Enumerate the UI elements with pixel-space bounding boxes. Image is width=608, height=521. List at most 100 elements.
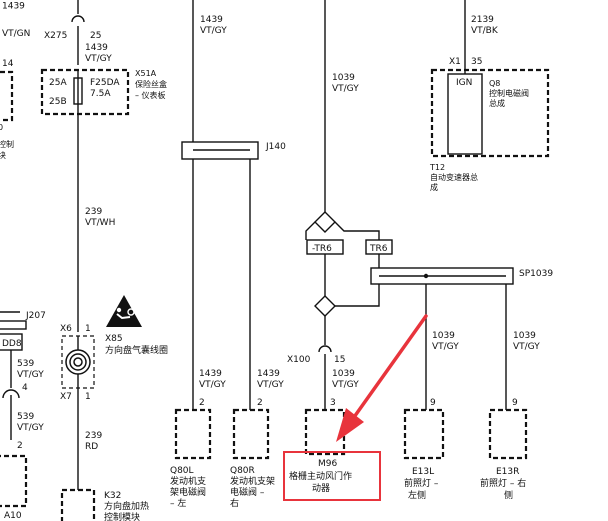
splice-sp1039 [370, 267, 514, 285]
connector-sp1039: SP1039 [519, 269, 553, 279]
wire-label-center-left-top-color: VT/GY [200, 26, 227, 36]
fuse-block-box [40, 68, 130, 116]
component-k32-line1: 方向盘加热 [104, 500, 149, 512]
component-e13l-line1: 前照灯 – [404, 477, 439, 489]
fuse-block-line1: 保险丝盒 [135, 79, 167, 89]
tcm-t12-code: T12 [429, 163, 445, 172]
wire-label-center-code: 1039 [332, 73, 355, 83]
left-partial-column: 1439 VT/GN 14 0 控制 块 J207 DD8 539 VT/GY … [0, 2, 46, 521]
wire-label-e13l-code: 1039 [432, 331, 455, 341]
component-e13l-code: E13L [412, 467, 434, 477]
relay-pos: TR6 [369, 244, 388, 254]
wire-label-539b-color: VT/GY [17, 423, 44, 433]
splice-diamond-top [314, 211, 336, 233]
pin-x7: 1 [85, 392, 91, 402]
highlight-arrow-icon [336, 314, 428, 442]
pin-e13l: 9 [430, 398, 436, 408]
fuse-rating: 7.5A [90, 89, 111, 99]
wire-label-ign-code: 2139 [471, 15, 494, 25]
sp1039-column: SP1039 1039 VT/GY 1039 VT/GY 9 9 E13L 前照… [370, 267, 553, 501]
wire-label-vt-wh-color: VT/WH [85, 218, 115, 228]
wire-label-center-color: VT/GY [332, 84, 359, 94]
m96-component-box [304, 408, 346, 456]
component-q80r-line2: 电磁阀 – [230, 486, 265, 498]
tcm-q8-line2: 总成 [489, 98, 505, 108]
splice-j207 [0, 320, 27, 330]
j140-column: 1439 VT/GY J140 1439 VT/GY 1439 VT/GY 2 … [170, 0, 286, 509]
wire-label-rd-code: 239 [85, 431, 102, 441]
wire-label-vt-wh-code: 239 [85, 207, 102, 217]
component-q80r-code: Q80R [230, 466, 255, 476]
relay-neg: -TR6 [312, 244, 332, 254]
wire-label-left-mid-code: 1439 [85, 43, 108, 53]
component-q80l-line2: 架电磁阀 [170, 486, 206, 498]
connector-x100: X100 [287, 355, 311, 365]
connector-dd8-box [0, 333, 23, 351]
clockspring-coil-icon [65, 336, 91, 388]
component-a10: A10 [4, 511, 22, 521]
pin-2-left: 2 [17, 441, 23, 451]
component-k32-line2: 控制模块 [104, 511, 140, 521]
component-m96-line2: 动器 [312, 483, 330, 494]
pin-x275: 25 [90, 31, 101, 41]
wire-label-e13r-color: VT/GY [513, 342, 540, 352]
airbag-label: 方向盘气囊线圈 [105, 344, 168, 356]
wire-label-539b-code: 539 [17, 412, 34, 422]
tcm-ign-label: IGN [456, 78, 472, 88]
wire-label-q80r-code: 1439 [257, 369, 280, 379]
tcm-q8-line1: 控制电磁阀 [489, 88, 529, 98]
component-q80r-line1: 发动机支架 [230, 475, 275, 487]
m96-highlight-frame [283, 451, 381, 501]
pin-4: 4 [22, 383, 28, 393]
wire-label-539a-color: VT/GY [17, 370, 44, 380]
connector-x1: X1 [449, 57, 461, 67]
fuse-block-code: X51A [135, 69, 157, 78]
fuse-pin-a: 25A [49, 78, 67, 88]
pin-m96: 3 [330, 398, 336, 408]
component-e13r-code: E13R [496, 467, 519, 477]
wire-label-rd-color: RD [85, 442, 98, 452]
tcm-group: 2139 VT/BK X1 35 IGN Q8 控制电磁阀 总成 T12 自动变… [429, 0, 550, 192]
component-q80r-line3: 右 [230, 497, 239, 509]
connector-x7: X7 [60, 392, 72, 402]
fuse-pin-b: 25B [49, 97, 67, 107]
tcm-q8-code: Q8 [489, 79, 500, 88]
tcm-t12-line1: 自动变速器总 [430, 172, 478, 182]
wire-label-e13l-color: VT/GY [432, 342, 459, 352]
t12-component-box [430, 68, 550, 158]
wire-label-left-top-code: 1439 [2, 2, 25, 12]
connector-x275: X275 [44, 31, 67, 41]
fuse-column: X275 25 1439 VT/GY 25A 25B F25DA 7.5A X5… [40, 0, 168, 521]
wire-label-e13r-code: 1039 [513, 331, 536, 341]
pin-x100: 15 [334, 355, 345, 365]
airbag-code: X85 [105, 334, 123, 344]
component-e13l-line2: 左侧 [408, 489, 426, 501]
q80l-component-box [174, 408, 212, 460]
component-m96-code: M96 [318, 459, 337, 469]
component-q80l-line3: – 左 [170, 497, 186, 509]
tcm-t12-line2: 成 [430, 182, 438, 192]
wire-label-539a-code: 539 [17, 359, 34, 369]
left-partial-bottom-box [0, 454, 28, 508]
left-partial-label-1: 控制 [0, 139, 14, 149]
svg-text:0: 0 [0, 123, 3, 132]
e13l-component-box [403, 408, 445, 460]
q80r-component-box [232, 408, 270, 460]
component-q80l-code: Q80L [170, 466, 194, 476]
relay-column: 1039 VT/GY -TR6 TR6 X100 15 1039 VT/GY 3… [283, 0, 393, 501]
component-e13r-line1: 前照灯 – 右 [480, 477, 526, 489]
pin-14: 14 [2, 59, 14, 69]
component-q80l-line1: 发动机支 [170, 475, 206, 487]
wire-label-q80l-code: 1439 [199, 369, 222, 379]
connector-j140: J140 [265, 142, 286, 152]
k32-component-box [60, 488, 96, 521]
wire-label-left-mid-color: VT/GY [85, 54, 112, 64]
pin-x6: 1 [85, 324, 91, 334]
component-e13r-line2: 侧 [504, 489, 513, 501]
pin-e13r: 9 [512, 398, 518, 408]
wire-label-m96-color: VT/GY [332, 380, 359, 390]
wire-label-q80r-color: VT/GY [257, 380, 284, 390]
splice-diamond-bottom [314, 295, 336, 317]
wire-label-q80l-color: VT/GY [199, 380, 226, 390]
